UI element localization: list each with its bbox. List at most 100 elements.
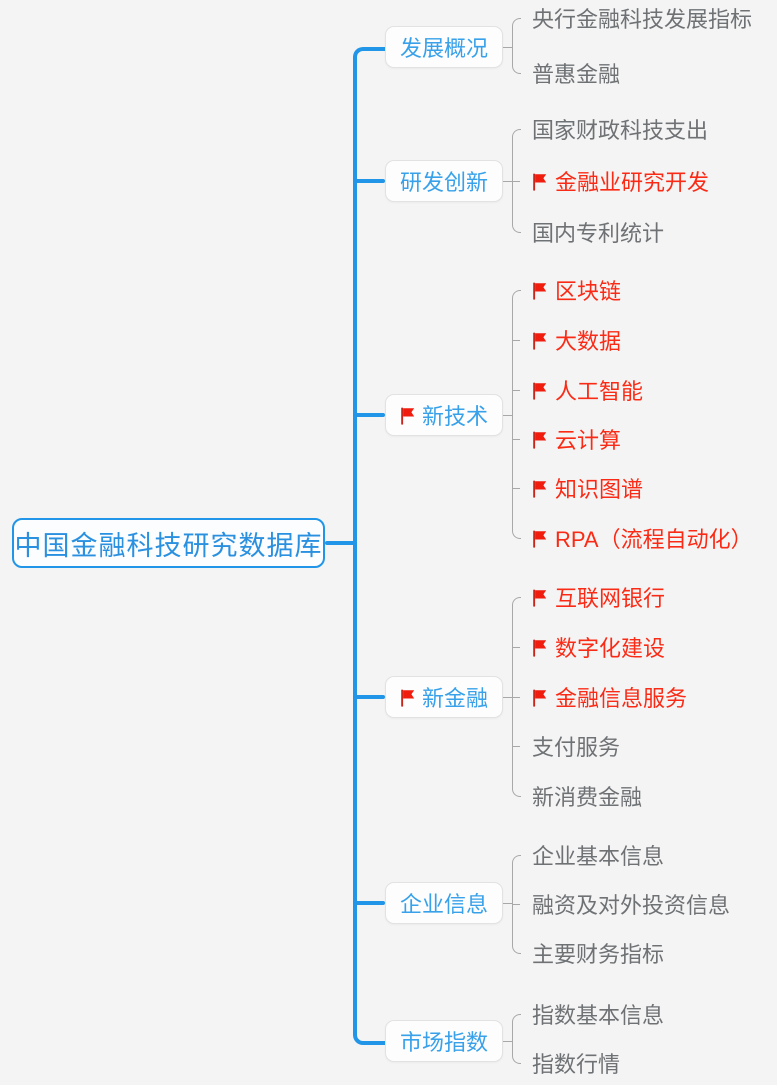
leaf-connector bbox=[512, 340, 520, 341]
leaf-node-6-1[interactable]: 指数基本信息 bbox=[532, 999, 664, 1029]
leaf-node-3-1[interactable]: 区块链 bbox=[532, 275, 621, 305]
leaf-connector-corner bbox=[512, 597, 521, 608]
leaf-label: 知识图谱 bbox=[555, 477, 644, 502]
flag-icon bbox=[532, 687, 548, 707]
flag-icon bbox=[532, 478, 548, 498]
branch-label: 新技术 bbox=[422, 404, 489, 429]
leaf-connector-corner bbox=[512, 18, 521, 29]
leaf-spine bbox=[512, 138, 513, 223]
leaf-spine bbox=[512, 299, 513, 529]
leaf-label: 国内专利统计 bbox=[532, 221, 665, 246]
leaf-node-2-1[interactable]: 国家财政科技支出 bbox=[532, 114, 708, 144]
flag-icon bbox=[532, 528, 548, 548]
leaf-label: 支付服务 bbox=[532, 735, 621, 760]
branch-node-2[interactable]: 研发创新 bbox=[385, 160, 504, 202]
leaf-node-5-1[interactable]: 企业基本信息 bbox=[532, 840, 664, 870]
leaf-connector bbox=[512, 904, 520, 905]
leaf-label: 企业基本信息 bbox=[532, 844, 665, 869]
leaf-node-2-3[interactable]: 国内专利统计 bbox=[532, 217, 664, 247]
leaf-connector-corner bbox=[512, 222, 521, 233]
leaf-label: 国家财政科技支出 bbox=[532, 118, 709, 143]
trunk-corner-top bbox=[353, 47, 389, 63]
branch-spine-connector bbox=[503, 697, 513, 698]
leaf-node-1-2[interactable]: 普惠金融 bbox=[532, 58, 620, 88]
branch-spine-connector bbox=[503, 903, 513, 904]
flag-icon bbox=[532, 637, 548, 657]
trunk-vertical bbox=[353, 57, 357, 1031]
branch-node-5[interactable]: 企业信息 bbox=[385, 882, 504, 924]
trunk-branch-stub bbox=[353, 179, 385, 183]
leaf-node-5-2[interactable]: 融资及对外投资信息 bbox=[532, 889, 730, 919]
leaf-node-4-3[interactable]: 金融信息服务 bbox=[532, 682, 687, 712]
flag-icon bbox=[532, 429, 548, 449]
leaf-label: 指数行情 bbox=[532, 1052, 621, 1077]
branch-node-4[interactable]: 新金融 bbox=[385, 676, 504, 718]
leaf-node-3-2[interactable]: 大数据 bbox=[532, 325, 621, 355]
leaf-node-4-5[interactable]: 新消费金融 bbox=[532, 781, 642, 811]
leaf-label: RPA（流程自动化） bbox=[555, 527, 753, 552]
leaf-connector bbox=[512, 647, 520, 648]
branch-node-3[interactable]: 新技术 bbox=[385, 394, 504, 436]
root-node[interactable]: 中国金融科技研究数据库 bbox=[12, 518, 325, 568]
leaf-node-4-1[interactable]: 互联网银行 bbox=[532, 582, 665, 612]
leaf-label: 云计算 bbox=[555, 428, 622, 453]
leaf-connector-corner bbox=[512, 290, 521, 301]
leaf-node-3-3[interactable]: 人工智能 bbox=[532, 375, 643, 405]
branch-spine-connector bbox=[503, 181, 513, 182]
leaf-label: 央行金融科技发展指标 bbox=[532, 7, 753, 32]
leaf-label: 普惠金融 bbox=[532, 62, 621, 87]
branch-label: 市场指数 bbox=[400, 1030, 489, 1055]
leaf-node-3-5[interactable]: 知识图谱 bbox=[532, 473, 643, 503]
leaf-node-5-3[interactable]: 主要财务指标 bbox=[532, 938, 664, 968]
leaf-connector bbox=[512, 488, 520, 489]
trunk-branch-stub bbox=[353, 695, 385, 699]
branch-label: 新金融 bbox=[422, 686, 489, 711]
branch-label: 企业信息 bbox=[400, 892, 489, 917]
branch-spine-connector bbox=[503, 415, 513, 416]
branch-node-6[interactable]: 市场指数 bbox=[385, 1020, 504, 1062]
branch-node-1[interactable]: 发展概况 bbox=[385, 26, 504, 68]
flag-icon bbox=[400, 687, 416, 707]
leaf-connector bbox=[512, 390, 520, 391]
flag-icon bbox=[532, 171, 548, 191]
leaf-spine bbox=[512, 1023, 513, 1054]
trunk-branch-stub bbox=[353, 413, 385, 417]
leaf-connector bbox=[512, 697, 520, 698]
leaf-node-1-1[interactable]: 央行金融科技发展指标 bbox=[532, 3, 752, 33]
leaf-node-6-2[interactable]: 指数行情 bbox=[532, 1048, 620, 1078]
leaf-connector-corner bbox=[512, 129, 521, 140]
leaf-connector-corner bbox=[512, 63, 521, 74]
leaf-label: 金融业研究开发 bbox=[555, 170, 710, 195]
leaf-node-4-4[interactable]: 支付服务 bbox=[532, 731, 620, 761]
leaf-node-3-6[interactable]: RPA（流程自动化） bbox=[532, 523, 753, 553]
branch-label: 发展概况 bbox=[400, 36, 489, 61]
leaf-connector-corner bbox=[512, 943, 521, 954]
leaf-label: 互联网银行 bbox=[555, 586, 666, 611]
trunk-branch-stub bbox=[353, 901, 385, 905]
flag-icon bbox=[532, 280, 548, 300]
leaf-label: 大数据 bbox=[555, 329, 622, 354]
leaf-node-2-2[interactable]: 金融业研究开发 bbox=[532, 166, 709, 196]
branch-label: 研发创新 bbox=[400, 170, 489, 195]
leaf-node-4-2[interactable]: 数字化建设 bbox=[532, 632, 665, 662]
leaf-node-3-4[interactable]: 云计算 bbox=[532, 424, 621, 454]
flag-icon bbox=[400, 405, 416, 425]
leaf-label: 金融信息服务 bbox=[555, 686, 688, 711]
leaf-label: 数字化建设 bbox=[555, 636, 666, 661]
leaf-label: 区块链 bbox=[555, 279, 622, 304]
flag-icon bbox=[532, 587, 548, 607]
leaf-label: 主要财务指标 bbox=[532, 942, 665, 967]
branch-spine-connector bbox=[503, 1041, 513, 1042]
flag-icon bbox=[532, 380, 548, 400]
leaf-connector-corner bbox=[512, 1053, 521, 1064]
leaf-connector-corner bbox=[512, 855, 521, 866]
trunk-corner-bottom bbox=[353, 1029, 389, 1045]
flag-icon bbox=[532, 330, 548, 350]
leaf-spine bbox=[512, 606, 513, 787]
leaf-connector-corner bbox=[512, 1014, 521, 1025]
leaf-connector bbox=[512, 439, 520, 440]
leaf-connector-corner bbox=[512, 786, 521, 797]
leaf-connector-corner bbox=[512, 528, 521, 539]
leaf-connector bbox=[512, 181, 520, 182]
